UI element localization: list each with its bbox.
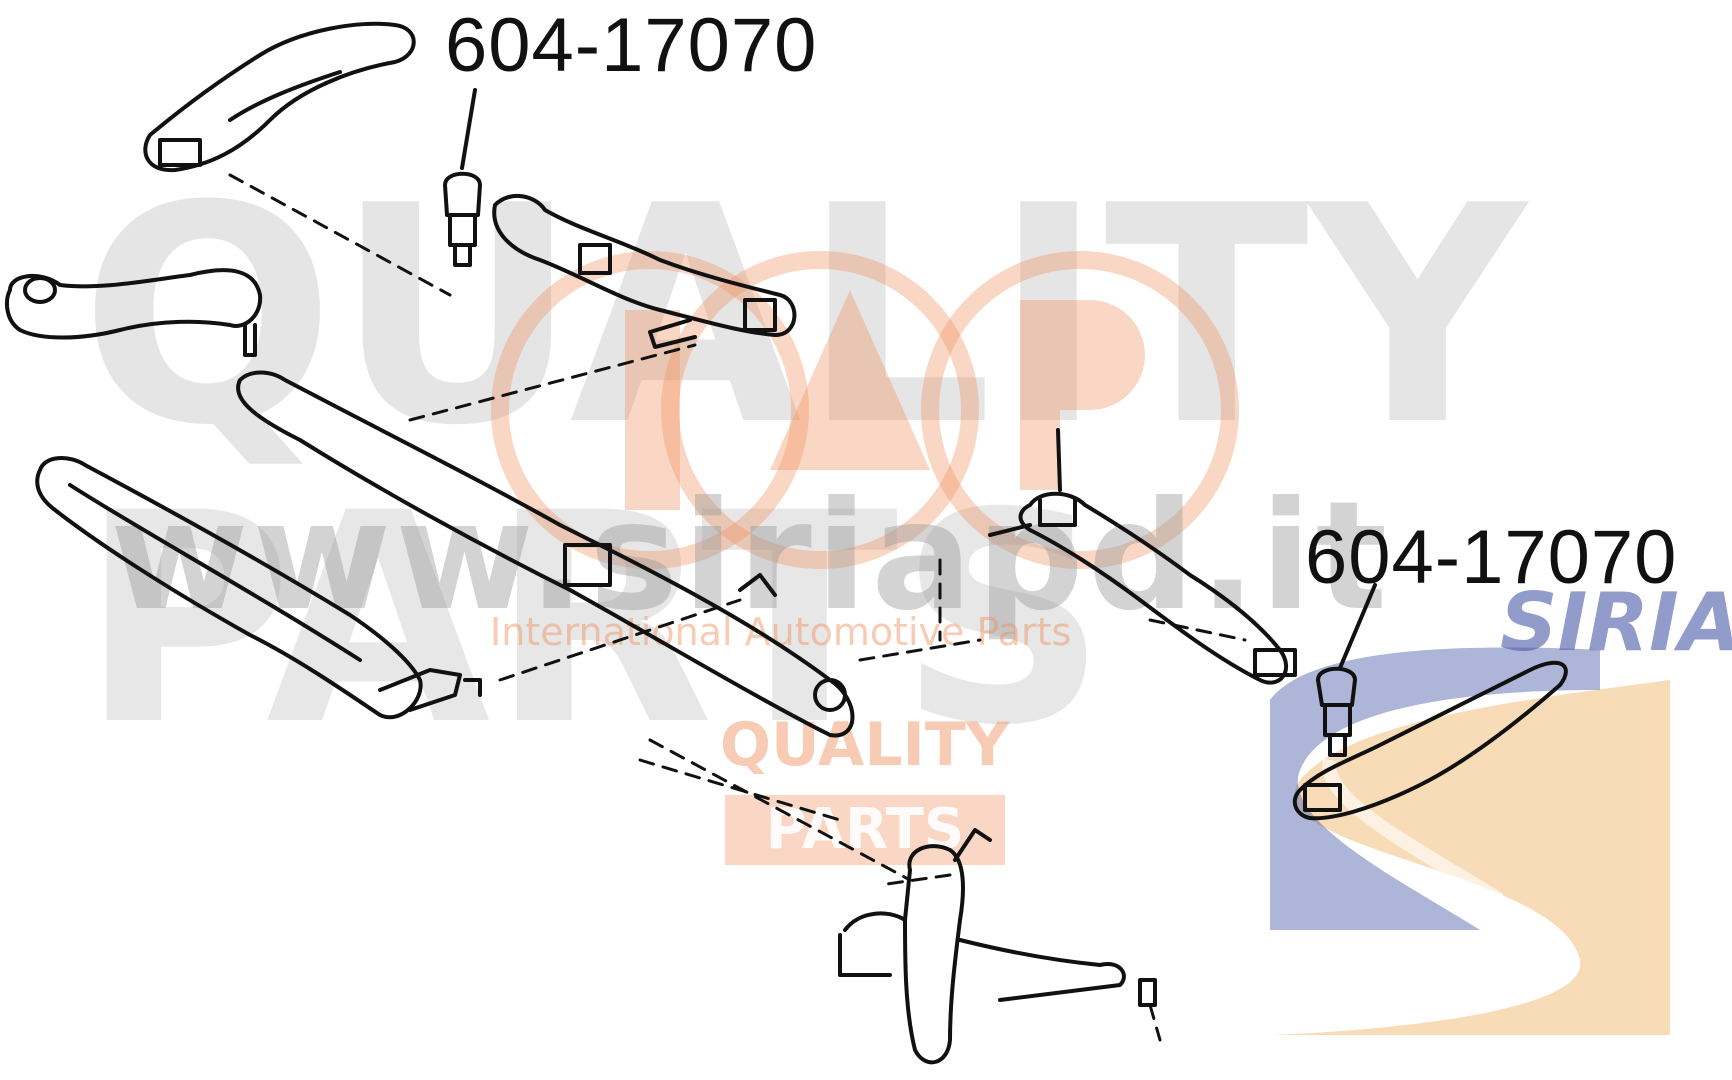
- pitman-arm: [5, 268, 263, 357]
- watermark-url: www.siriapd.it: [110, 470, 1392, 644]
- relay-rod-upper: [492, 193, 797, 349]
- idler-arm-top: [143, 21, 416, 173]
- leader-line-top: [460, 88, 477, 170]
- part-number-label-right: 604-17070: [1305, 515, 1678, 600]
- iap-p-icon: [1020, 300, 1145, 490]
- watermark-quality-small: QUALITY: [720, 710, 1010, 780]
- part-number-label-top: 604-17070: [445, 3, 818, 88]
- watermark-quality: QUALITY: [80, 142, 1529, 491]
- iap-a-icon: [770, 290, 930, 470]
- tie-rod-end-right: [1316, 666, 1357, 757]
- tie-rod-end-top: [443, 171, 482, 267]
- siria-logo: [1270, 647, 1670, 1035]
- dashed-connectors: [228, 173, 1247, 1042]
- leader-line-right: [1338, 583, 1377, 670]
- watermark-parts-small: PARTS: [725, 795, 1005, 865]
- idler-arm-right: [1292, 660, 1568, 821]
- tie-rod-right: [988, 491, 1297, 685]
- watermark-parts: PARTS: [80, 452, 1107, 789]
- steering-damper: [35, 456, 482, 720]
- marker-line: [1056, 428, 1062, 492]
- center-link: [236, 370, 855, 738]
- steering-knuckle: [838, 828, 1157, 1065]
